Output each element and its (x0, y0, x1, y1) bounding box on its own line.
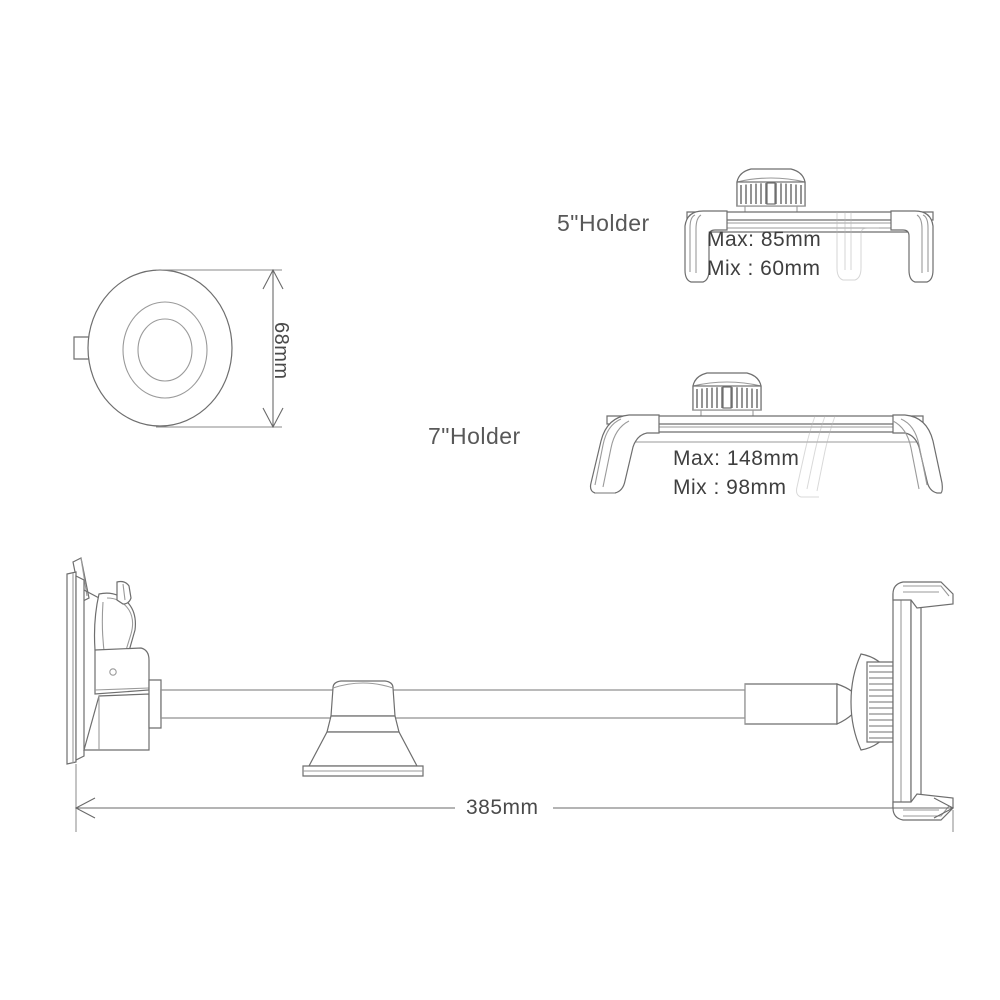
full-assembly-side-view (55, 550, 960, 840)
arm-left-7in (589, 414, 660, 494)
holder-7in-min-dimension: Mix : 98mm (673, 476, 787, 499)
arm-min-position-7in (796, 415, 836, 498)
holder-7in-drawing (585, 365, 945, 505)
assembly-length-dimension-line (74, 764, 955, 832)
extension-arm (160, 683, 862, 725)
knob-7in (692, 372, 762, 416)
suction-cup-mount-left (66, 557, 162, 765)
holder-5in-max-dimension: Max: 85mm (707, 228, 822, 251)
assembly-length-dimension: 385mm (466, 796, 539, 819)
support-foot-middle (302, 680, 424, 777)
holder-5in-min-dimension: Mix : 60mm (707, 257, 821, 280)
knob-5in (736, 168, 806, 212)
holder-5in-drawing (665, 160, 955, 295)
holder-7in-max-dimension: Max: 148mm (673, 447, 800, 470)
holder-5in-label: 5"Holder (557, 210, 650, 236)
arm-left-5in (684, 210, 728, 283)
suction-cup-top-view (60, 255, 330, 455)
arm-min-position-5in (836, 212, 879, 281)
holder-7in-label: 7"Holder (428, 423, 521, 449)
arm-right-5in (890, 210, 934, 283)
arm-right-7in (892, 414, 943, 494)
suction-cup-diameter-dimension: 68mm (270, 322, 292, 380)
ball-joint-clamp-right (850, 581, 954, 821)
